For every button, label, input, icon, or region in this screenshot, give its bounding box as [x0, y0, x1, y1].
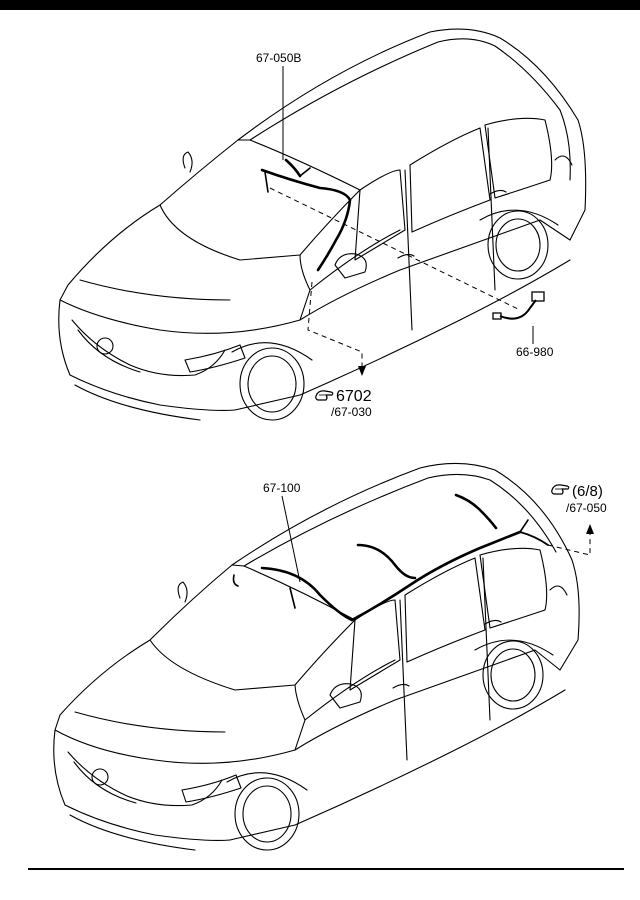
bottom-wiring-harness — [232, 493, 549, 622]
top-ref-number: 6702 — [336, 388, 372, 405]
bottom-vehicle-illustration — [53, 462, 580, 851]
top-ref-arrow — [358, 366, 366, 376]
top-part-callout: 67-050B — [256, 51, 301, 65]
connector-66-980 — [492, 291, 545, 320]
bottom-part-callout: 67-100 — [263, 481, 301, 495]
footer-rule — [28, 868, 624, 870]
bottom-ref-number: (6/8) — [572, 483, 603, 500]
hand-pointer-icon — [551, 484, 570, 495]
top-dashed-leaders — [269, 187, 521, 372]
header-bar — [0, 0, 640, 10]
hand-pointer-icon — [315, 390, 334, 401]
bottom-part-leader — [281, 495, 301, 583]
top-vehicle-illustration — [58, 28, 587, 421]
connector-callout: 66-980 — [516, 345, 554, 359]
bottom-dashed-leaders — [547, 530, 591, 556]
top-wiring-harness — [260, 158, 352, 272]
bottom-ref-arrow — [586, 524, 594, 534]
top-ref-sub: /67-030 — [331, 405, 372, 419]
bottom-ref-sub: /67-050 — [566, 501, 607, 515]
